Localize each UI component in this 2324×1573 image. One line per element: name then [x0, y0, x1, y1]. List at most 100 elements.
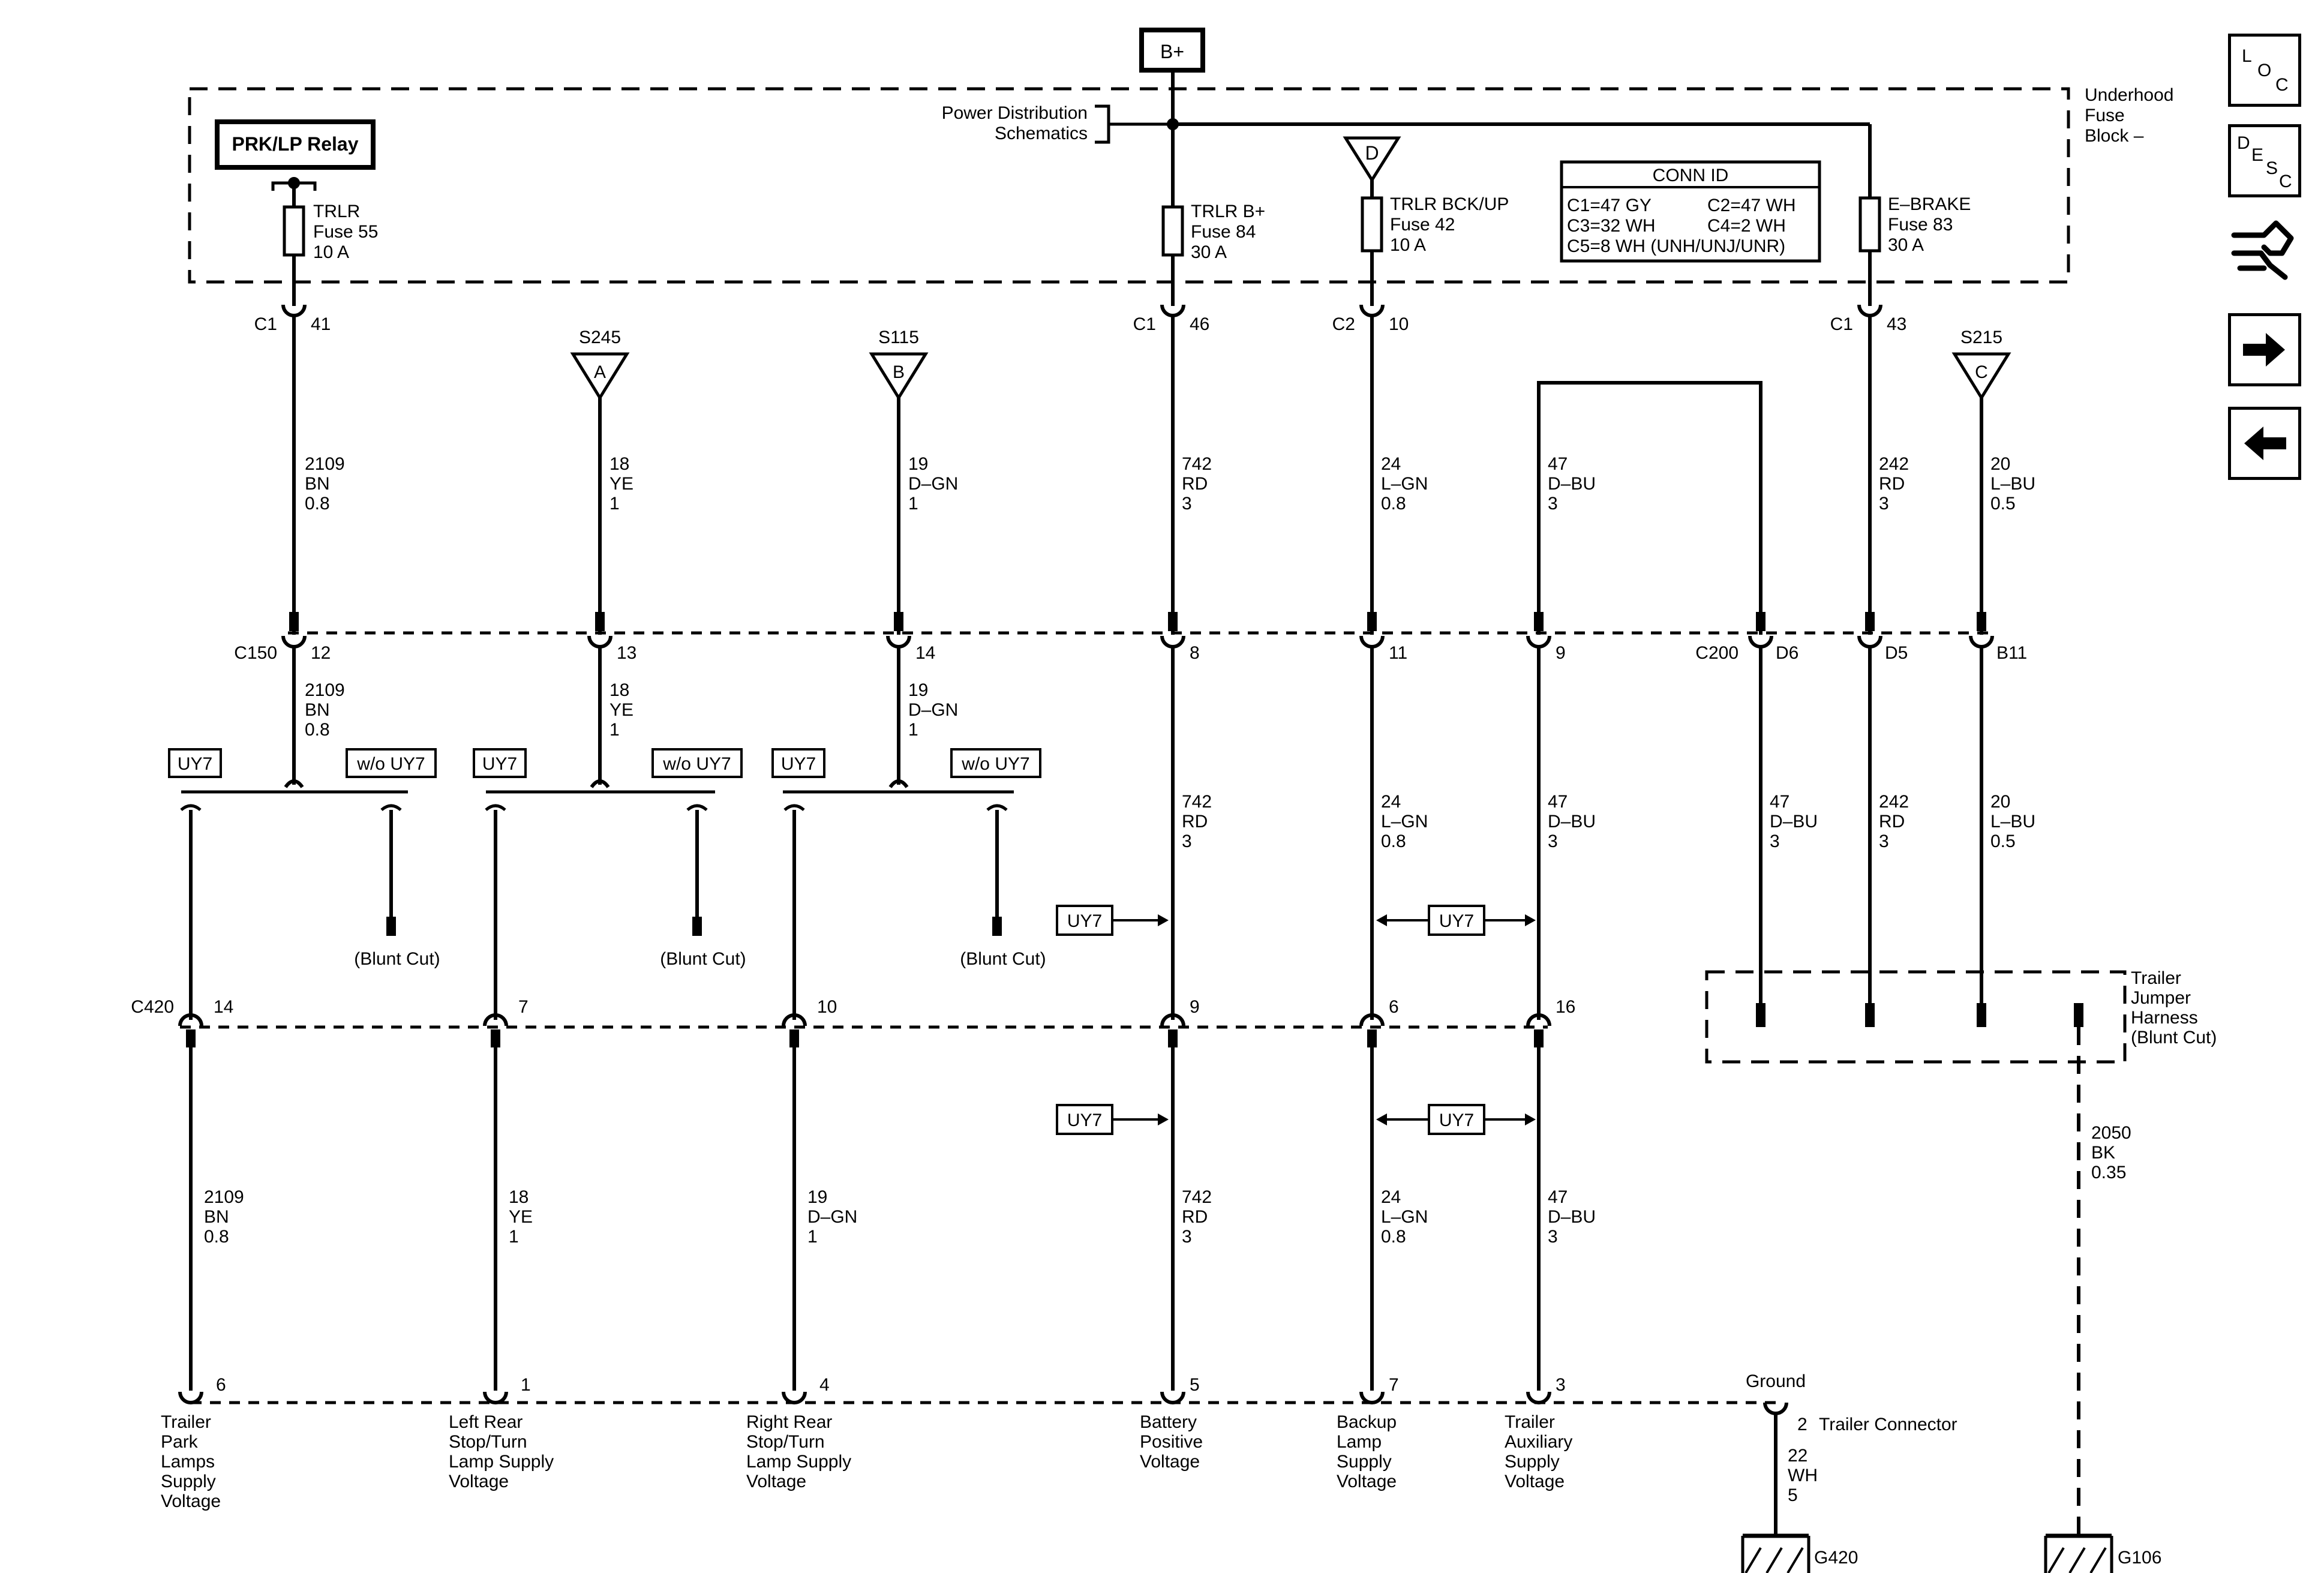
wire-label: 0.5 [1990, 831, 2016, 851]
c200-pin: D6 [1776, 643, 1798, 663]
arrow-right-icon[interactable] [2228, 313, 2301, 386]
uy7-arrow-label: UY7 [1067, 911, 1102, 931]
desc-letter: S [2266, 158, 2278, 178]
fuse-conn-1: C1 [254, 314, 277, 334]
function-label: Voltage [449, 1472, 509, 1491]
wire-label: 0.8 [1381, 831, 1406, 851]
arrow-left-icon[interactable] [2228, 407, 2301, 480]
wire-label: D–GN [807, 1207, 857, 1227]
c200-name: C200 [1695, 643, 1739, 663]
desc-button[interactable]: D E S C [2228, 124, 2301, 197]
c150-pin: 8 [1190, 643, 1200, 663]
function-label: Right Rear [746, 1412, 832, 1432]
wire-label: 3 [1182, 831, 1192, 851]
function-label: Voltage [161, 1491, 221, 1511]
function-label: Lamp Supply [746, 1452, 851, 1472]
wire-label: 1 [908, 720, 918, 740]
wire-label: RD [1879, 474, 1905, 494]
trailer-pin: 7 [1389, 1375, 1399, 1395]
c200-pin: B11 [1996, 643, 2027, 663]
blunt-cut-label: (Blunt Cut) [354, 949, 440, 969]
d-tag: D [1365, 142, 1379, 164]
fuse-83-number: Fuse 83 [1888, 215, 1953, 235]
blunt-cut-label: (Blunt Cut) [660, 949, 746, 969]
jumper-label-4: (Blunt Cut) [2131, 1028, 2217, 1047]
conn-id-c1: C1=47 GY [1567, 196, 1652, 215]
function-label: Lamp [1337, 1432, 1382, 1452]
function-label: Supply [1505, 1452, 1560, 1472]
wire-label: 2109 [204, 1187, 244, 1207]
conn-id-c4: C4=2 WH [1707, 216, 1786, 236]
ground-g420: G420 [1814, 1548, 1858, 1568]
option-without-uy7: w/o UY7 [662, 754, 731, 774]
wire-label: 0.8 [204, 1227, 229, 1247]
fuse-83-rating: 30 A [1888, 235, 1924, 255]
ground-label: Ground [1746, 1371, 1806, 1391]
conn-id-title: CONN ID [1653, 166, 1729, 185]
wire-label: 5 [1788, 1485, 1798, 1505]
conn-id-c5: C5=8 WH (UNH/UNJ/UNR) [1567, 236, 1785, 256]
wire-label: D–BU [1548, 812, 1596, 831]
wire-label: 742 [1182, 1187, 1212, 1207]
wire-label: 24 [1381, 1187, 1401, 1207]
c420-name: C420 [131, 997, 174, 1017]
wire-label: 20 [1990, 454, 2010, 474]
wire-label: 0.8 [305, 720, 330, 740]
function-label: Voltage [1140, 1452, 1200, 1472]
wire-label: 3 [1182, 494, 1192, 514]
wire-label: 2050 [2091, 1123, 2131, 1143]
wire-label: 0.8 [1381, 1227, 1406, 1247]
trailer-jumper-harness [1705, 970, 2127, 1064]
wire-label: BK [2091, 1143, 2115, 1163]
fuse-55-rating: 10 A [313, 242, 349, 262]
connector-icon[interactable] [2228, 211, 2301, 284]
function-label: Lamps [161, 1452, 215, 1472]
wire-label: 19 [908, 680, 928, 700]
blunt-cut-label: (Blunt Cut) [960, 949, 1046, 969]
trailer-pin: 3 [1556, 1375, 1566, 1395]
wire-label: YE [609, 474, 633, 494]
trailer-pin: 6 [216, 1375, 226, 1395]
wire-label: 1 [609, 720, 620, 740]
uy7-arrow-label: UY7 [1439, 1110, 1474, 1130]
wire-label: L–BU [1990, 474, 2035, 494]
desc-letter: E [2251, 145, 2263, 165]
trailer-pin: 5 [1190, 1375, 1200, 1395]
wire-label: 1 [509, 1227, 519, 1247]
c420-pin: 7 [518, 997, 529, 1017]
function-label: Backup [1337, 1412, 1397, 1432]
function-label: Auxiliary [1505, 1432, 1572, 1452]
c420-pin: 6 [1389, 997, 1399, 1017]
loc-button[interactable]: L O C [2228, 34, 2301, 107]
fuse-pin-4: 43 [1887, 314, 1906, 334]
c150-pin: 11 [1389, 643, 1407, 663]
fuse-55-number: Fuse 55 [313, 222, 378, 242]
wire-label: 20 [1990, 792, 2010, 812]
wire-label: 24 [1381, 454, 1401, 474]
wire-label: 742 [1182, 792, 1212, 812]
wire-label: 3 [1548, 1227, 1558, 1247]
option-uy7: UY7 [482, 754, 517, 774]
wire-label: 47 [1548, 1187, 1568, 1207]
c150-pin: 14 [915, 643, 935, 663]
fuse-83-name: E–BRAKE [1888, 194, 1971, 214]
ground-g106: G106 [2118, 1548, 2161, 1568]
wire-label: 3 [1548, 831, 1558, 851]
function-label: Voltage [1505, 1472, 1565, 1491]
wire-label: 47 [1548, 454, 1568, 474]
wire-label: D–GN [908, 700, 958, 720]
option-without-uy7: w/o UY7 [961, 754, 1029, 774]
jumper-label-2: Jumper [2131, 988, 2191, 1008]
power-dist-line1: Power Distribution [942, 103, 1088, 123]
option-uy7: UY7 [781, 754, 816, 774]
wire-label: 742 [1182, 454, 1212, 474]
wire-label: 3 [1879, 831, 1889, 851]
fuse-conn-3: C2 [1332, 314, 1355, 334]
loc-letter: O [2257, 61, 2271, 80]
function-label: Battery [1140, 1412, 1197, 1432]
trailer-pin: 1 [521, 1375, 531, 1395]
wire-label: YE [609, 700, 633, 720]
function-label: Left Rear [449, 1412, 523, 1432]
c150-pin: 12 [311, 643, 331, 663]
option-without-uy7: w/o UY7 [356, 754, 425, 774]
